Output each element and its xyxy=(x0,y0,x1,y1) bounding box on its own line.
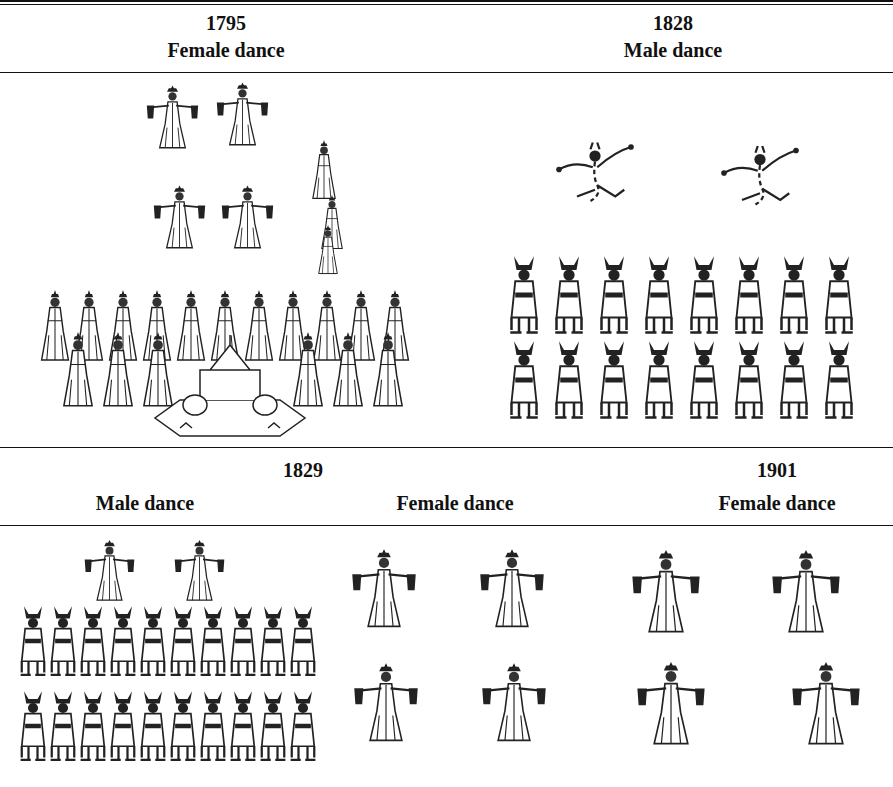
dancer-figure xyxy=(21,606,46,675)
dancer-figure xyxy=(171,691,196,760)
dancer-figure xyxy=(482,663,545,740)
table-rules xyxy=(0,0,893,526)
dancer-figure xyxy=(314,290,341,360)
dancer-figure xyxy=(313,140,335,198)
dancer-figure xyxy=(201,691,226,760)
dancer-figure xyxy=(510,341,538,417)
dancer-figure xyxy=(555,256,583,332)
dancer-figure xyxy=(780,256,808,332)
dancer-figure xyxy=(261,691,286,760)
year-heading: 1901 xyxy=(757,458,797,482)
year-heading: 1829 xyxy=(283,458,323,482)
dancer-figure xyxy=(735,256,763,332)
dancer-figure xyxy=(645,341,673,417)
dancer-figure xyxy=(104,332,132,406)
dancer-figure xyxy=(374,332,402,406)
year-heading: 1795 xyxy=(206,11,246,35)
dance-1901-female xyxy=(632,550,859,744)
dancer-figure xyxy=(382,290,409,360)
dancer-figure xyxy=(280,290,307,360)
dancer-figure xyxy=(85,540,135,600)
dancer-figure xyxy=(721,146,799,205)
dancer-figure xyxy=(21,691,46,760)
dancer-figure xyxy=(510,256,538,332)
dancer-figure xyxy=(171,606,196,675)
dancer-figure xyxy=(354,663,417,740)
dancer-figure xyxy=(334,332,362,406)
dancer-figure xyxy=(780,341,808,417)
dancer-figure xyxy=(632,550,699,632)
dancer-figure xyxy=(690,341,718,417)
dancer-figure xyxy=(81,606,106,675)
dancer-figure xyxy=(319,225,338,274)
dance-heading: Male dance xyxy=(624,38,722,62)
dancer-figure xyxy=(735,341,763,417)
dancer-figure xyxy=(144,332,172,406)
dance-1795 xyxy=(42,82,409,436)
dancer-figure xyxy=(175,540,225,600)
dancer-figure xyxy=(825,256,853,332)
dancer-figure xyxy=(352,549,415,626)
dancer-figure xyxy=(201,606,226,675)
dancer-figure xyxy=(261,606,286,675)
dancer-figure xyxy=(222,185,273,247)
year-heading: 1828 xyxy=(653,11,693,35)
dancer-figure xyxy=(348,290,375,360)
dance-1828 xyxy=(510,143,853,418)
dancer-figure xyxy=(51,691,76,760)
dancer-figure xyxy=(147,85,198,147)
dancer-figure xyxy=(480,549,543,626)
dancer-figure xyxy=(291,606,316,675)
dancer-figure xyxy=(64,332,92,406)
dance-heading: Female dance xyxy=(396,491,513,515)
dancer-figure xyxy=(111,606,136,675)
dancer-figure xyxy=(645,256,673,332)
dancer-figure xyxy=(555,341,583,417)
dancer-figure xyxy=(141,606,166,675)
dancer-figure xyxy=(217,82,268,144)
dance-heading: Female dance xyxy=(167,38,284,62)
dance-heading: Female dance xyxy=(718,491,835,515)
dancer-figure xyxy=(110,290,137,360)
dancer-figure xyxy=(42,290,69,360)
dancer-figure xyxy=(178,290,205,360)
dancer-figure xyxy=(231,606,256,675)
dancer-figure xyxy=(600,256,628,332)
dancer-figure xyxy=(690,256,718,332)
dance-heading: Male dance xyxy=(96,491,194,515)
dancer-figure xyxy=(772,550,839,632)
dancer-figure xyxy=(792,662,859,744)
dancer-figure xyxy=(825,341,853,417)
dancer-figure xyxy=(141,691,166,760)
dancer-figure xyxy=(154,185,205,247)
dancer-figure xyxy=(291,691,316,760)
dancer-figure xyxy=(111,691,136,760)
dancer-figure xyxy=(246,290,273,360)
dancer-figure xyxy=(81,691,106,760)
dance-1829-male xyxy=(21,540,316,760)
dance-1829-female xyxy=(352,549,545,740)
stage-platform xyxy=(155,335,305,436)
dancer-figure xyxy=(556,143,634,202)
dancer-figure xyxy=(637,662,704,744)
dancer-figure xyxy=(51,606,76,675)
dancer-figure xyxy=(294,332,322,406)
dancer-figure xyxy=(231,691,256,760)
dancer-figure xyxy=(600,341,628,417)
